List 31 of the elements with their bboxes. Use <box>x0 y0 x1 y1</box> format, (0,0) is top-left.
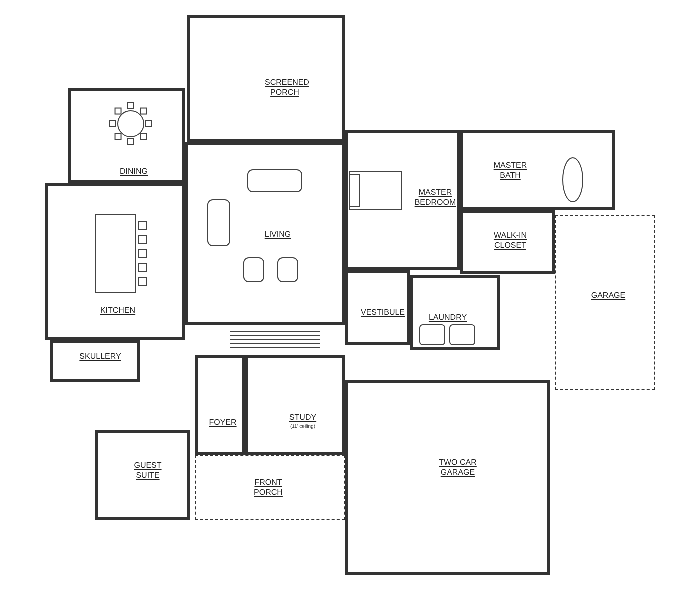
room-label: TWO CAR GARAGE <box>438 458 478 478</box>
room-outline <box>50 340 140 382</box>
room-outline <box>345 380 550 575</box>
room-label: GARAGE <box>590 291 627 301</box>
room-label: WALK-IN CLOSET <box>492 231 528 251</box>
room-outline <box>185 142 345 325</box>
room-outline <box>410 275 500 350</box>
room-label: LAUNDRY <box>428 313 468 323</box>
room-label: MASTER BEDROOM <box>414 188 458 208</box>
room-label: MASTER BATH <box>492 161 528 181</box>
room-outline <box>195 455 345 520</box>
room-outline <box>345 270 410 345</box>
room-outline <box>460 210 555 274</box>
room-label: LIVING <box>264 230 292 240</box>
room-outline <box>345 130 460 270</box>
room-outline <box>460 130 615 210</box>
room-label: GUEST SUITE <box>133 461 163 481</box>
room-label: KITCHEN <box>99 306 137 316</box>
room-outline <box>45 183 185 340</box>
room-outline <box>95 430 190 520</box>
room-label: VESTIBULE <box>360 308 406 318</box>
room-label: FOYER <box>208 418 238 428</box>
room-label: FRONT PORCH <box>253 478 284 498</box>
room-outline <box>68 88 185 183</box>
room-outline <box>555 215 655 390</box>
room-outline <box>245 355 345 455</box>
room-label: SKULLERY <box>78 352 122 362</box>
room-label: DINING <box>119 167 149 177</box>
room-label: STUDY <box>288 413 318 423</box>
room-outline <box>195 355 245 455</box>
room-outline <box>187 15 345 142</box>
